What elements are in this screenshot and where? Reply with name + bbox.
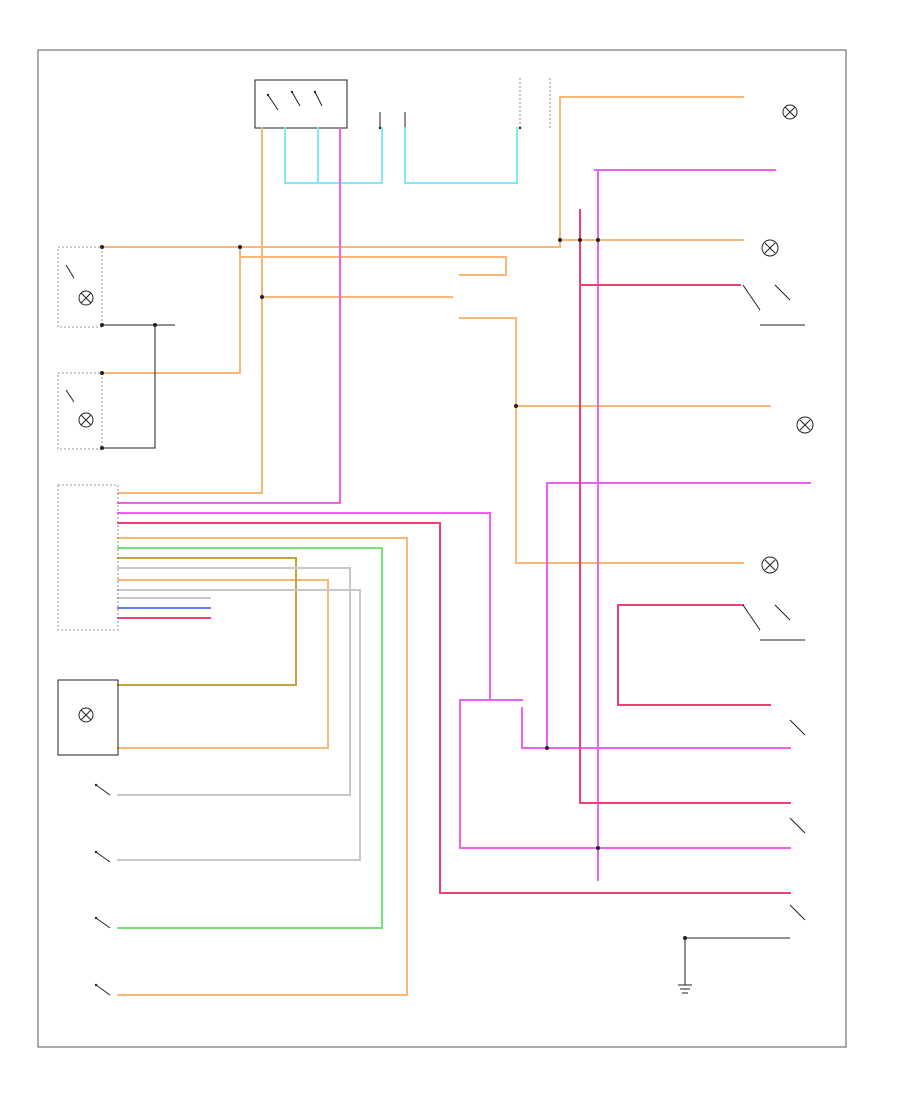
right-switch-2 <box>742 604 791 631</box>
pink-wire <box>117 127 341 504</box>
pink-wire <box>459 699 791 849</box>
pink-wire-group <box>117 127 811 881</box>
cyan-wire <box>404 127 518 184</box>
green-wire <box>117 547 383 929</box>
left-lamp-lower <box>57 372 103 450</box>
left-control-module <box>57 484 119 631</box>
pink-wire <box>117 512 491 701</box>
left-switch-stack <box>94 783 111 996</box>
red-wire <box>117 522 791 894</box>
misc-wire-group <box>117 547 383 929</box>
gray-wire <box>117 567 351 796</box>
left-lamp-upper <box>57 246 103 328</box>
black-wire-group <box>102 324 805 985</box>
red-wire <box>617 604 771 706</box>
pink-wire <box>521 482 548 749</box>
left-lamp-module <box>57 679 119 756</box>
cyan-wire-group <box>284 127 518 184</box>
right-lamp-3 <box>796 416 814 434</box>
orange-wire <box>559 96 744 241</box>
olive-wire <box>117 557 297 686</box>
cyan-wire <box>284 127 383 184</box>
top-fuse-block <box>518 78 551 130</box>
orange-wire <box>459 317 744 564</box>
red-wire-group <box>117 209 791 894</box>
splice-dots <box>100 238 687 940</box>
orange-wire <box>101 246 241 374</box>
right-switch-1 <box>742 284 791 311</box>
top-relay-module <box>378 112 407 130</box>
orange-wire <box>117 537 408 996</box>
right-lamp-4 <box>761 556 779 574</box>
right-lamp-2 <box>761 239 779 257</box>
orange-wire <box>117 127 263 494</box>
orange-wire <box>239 256 507 276</box>
gray-wire <box>117 589 361 861</box>
diagram-frame <box>37 49 847 1048</box>
top-switch-module <box>254 79 348 129</box>
red-wire <box>579 209 791 804</box>
right-switch-stack <box>789 719 806 921</box>
right-lamp-1 <box>782 104 798 120</box>
bottom-ground <box>678 984 692 994</box>
orange-wire <box>117 579 329 749</box>
orange-wire <box>101 239 561 248</box>
orange-wire-group <box>101 96 771 996</box>
